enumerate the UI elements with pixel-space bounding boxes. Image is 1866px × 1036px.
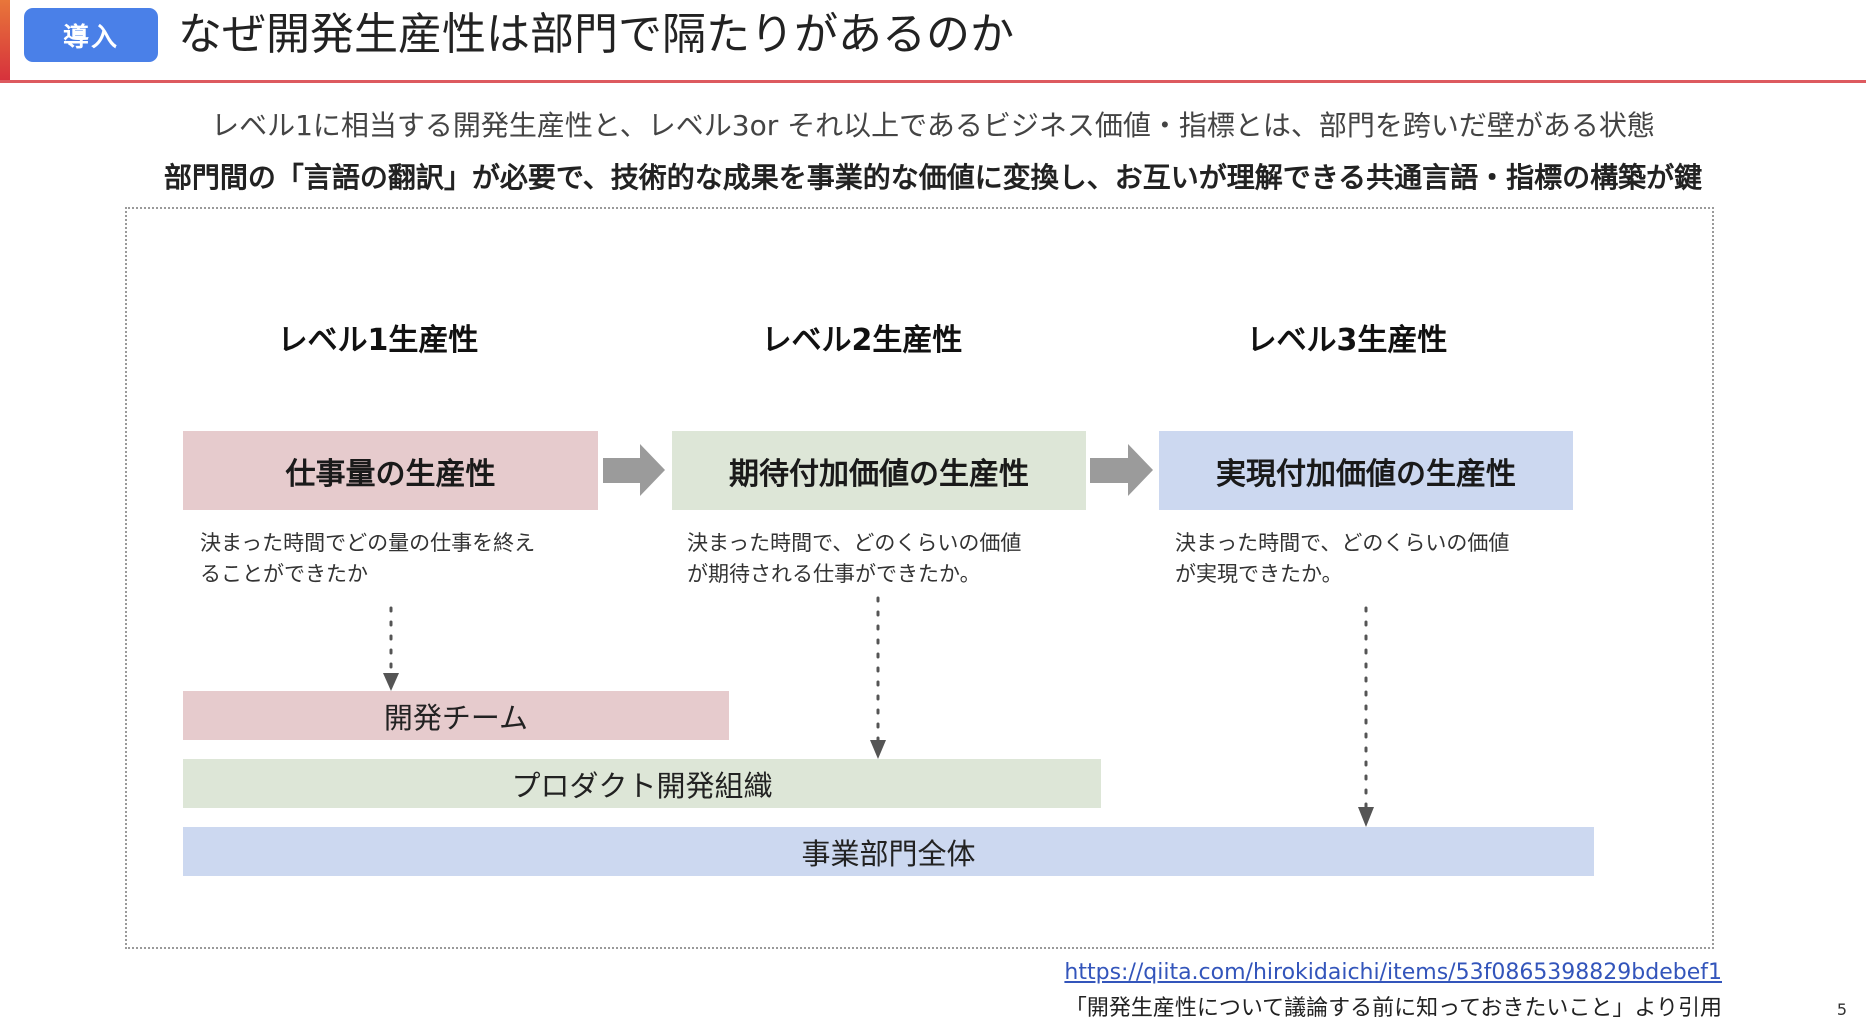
scope-bar-business-label: 事業部門全体 [801,836,976,871]
diagram-frame [125,207,1714,949]
level-1-description-line-2: ることができたか [200,562,368,586]
scope-bar-business: 事業部門全体 [183,827,1594,876]
scope-bar-product-org: プロダクト開発組織 [183,759,1101,808]
level-3-box-label: 実現付加価値の生産性 [1216,456,1516,492]
level-2-box: 期待付加価値の生産性 [672,431,1086,510]
subtitle-key-point: 部門間の「言語の翻訳」が必要で、技術的な成果を事業的な価値に変換し、お互いが理解… [163,161,1703,194]
level-2-description-line-1: 決まった時間で、どのくらいの価値 [687,531,1022,555]
down-dotted-arrow-icon [870,596,886,759]
level-3-description-line-2: が実現できたか。 [1175,562,1343,586]
level-1-description-line-1: 決まった時間でどの量の仕事を終え [200,531,536,555]
right-arrow-icon [603,444,665,496]
section-badge: 導入 [24,8,158,62]
level-2-description: 決まった時間で、どのくらいの価値 が期待される仕事ができたか。 [687,528,1087,590]
scope-bar-dev-team: 開発チーム [183,691,729,740]
subtitle-summary: レベル1に相当する開発生産性と、レベル3or それ以上であるビジネス価値・指標と… [211,109,1655,142]
down-dotted-arrow-icon [1358,606,1374,827]
header-divider [0,80,1866,83]
page-number: 5 [1836,1000,1848,1019]
level-3-description-line-1: 決まった時間で、どのくらいの価値 [1175,531,1510,555]
scope-bar-dev-team-label: 開発チーム [383,700,529,735]
level-3-heading: レベル3生産性 [1246,323,1448,358]
level-2-box-label: 期待付加価値の生産性 [729,456,1029,492]
right-arrow-icon [1090,444,1153,496]
scope-bar-product-org-label: プロダクト開発組織 [511,768,773,803]
page-title: なぜ開発生産性は部門で隔たりがあるのか [178,9,1014,60]
level-2-description-line-2: が期待される仕事ができたか。 [687,562,981,586]
source-link[interactable]: https://qiita.com/hirokidaichi/items/53f… [1064,960,1722,985]
level-2-heading: レベル2生産性 [761,323,963,358]
level-3-box: 実現付加価値の生産性 [1159,431,1573,510]
level-3-description: 決まった時間で、どのくらいの価値 が実現できたか。 [1175,528,1575,590]
level-1-heading: レベル1生産性 [277,323,479,358]
level-1-description: 決まった時間でどの量の仕事を終え ることができたか [200,528,600,590]
level-1-box: 仕事量の生産性 [183,431,598,510]
level-1-box-label: 仕事量の生産性 [285,456,496,492]
down-dotted-arrow-icon [383,606,399,691]
header-accent-bar [0,0,10,82]
source-citation: 「開発生産性について議論する前に知っておきたいこと」より引用 [1064,996,1722,1021]
